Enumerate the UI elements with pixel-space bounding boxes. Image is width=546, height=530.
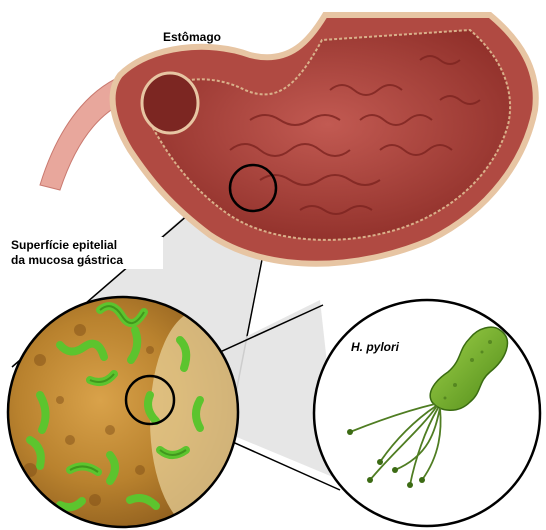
stomach-fundus (142, 73, 198, 133)
epithelial-surface-label: Superfície epitelial da mucosa gástrica (9, 237, 163, 269)
stomach-label: Estômago (163, 30, 221, 45)
epithelial-surface-label-line1: Superfície epitelial (11, 238, 161, 253)
epithelial-surface-label-line2: da mucosa gástrica (11, 253, 161, 268)
hpylori-label: H. pylori (351, 340, 399, 355)
hpylori-circle (314, 300, 540, 526)
